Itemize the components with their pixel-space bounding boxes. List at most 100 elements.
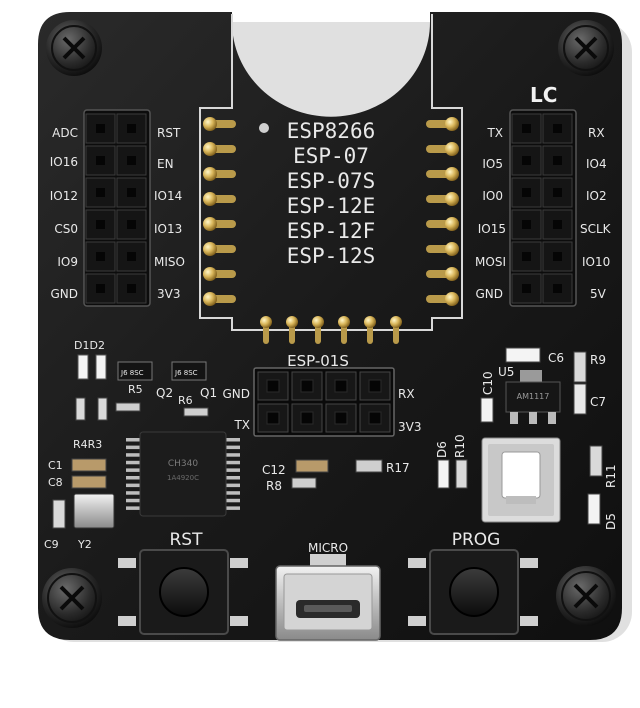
pin-label: 3V3 (157, 287, 180, 301)
chip-name: ESP-12E (287, 194, 376, 218)
crystal-y2 (73, 493, 115, 529)
c7-label: C7 (590, 395, 606, 409)
c10-label-group: C10 (481, 371, 495, 395)
led-d6 (437, 459, 450, 489)
pin-label: TX (486, 126, 503, 140)
screw-top-right (558, 20, 614, 76)
capacitor-c6 (505, 347, 541, 363)
resistor-r17 (355, 459, 383, 473)
pin-label: MOSI (475, 255, 506, 269)
pogo-pins-right (426, 117, 459, 306)
pin-label: RX (588, 126, 605, 140)
r17-label: R17 (386, 461, 410, 475)
ic-pin (224, 445, 240, 450)
socket-hole (266, 379, 280, 393)
resistor-r8 (291, 477, 317, 489)
pogo-pin-head (203, 267, 217, 281)
header-hole (522, 124, 531, 133)
pin1-marker (259, 123, 269, 133)
capacitor-c1 (71, 458, 107, 472)
micro-usb-port[interactable] (275, 554, 381, 641)
ic-pin (224, 498, 240, 503)
ic-pin (126, 453, 142, 457)
header-hole (522, 188, 531, 197)
ic-pin (224, 476, 240, 480)
rst-button[interactable] (118, 549, 248, 635)
q1-label: Q1 (200, 386, 217, 400)
capacitor-c7 (573, 383, 587, 415)
pogo-pin-head (203, 142, 217, 156)
pin-label: GND (475, 287, 503, 301)
power-switch[interactable] (481, 437, 561, 523)
ic-pin (126, 460, 142, 465)
pin-label: IO12 (50, 189, 78, 203)
header-hole (127, 220, 136, 229)
pin-label: MISO (154, 255, 185, 269)
c12-label: C12 (262, 463, 286, 477)
pin-label: EN (157, 157, 174, 171)
transistor-q2: J6 8SC (117, 361, 153, 381)
resistor-r9 (573, 351, 587, 383)
r4r3-label: R4R3 (73, 438, 102, 451)
r10-label: R10 (453, 434, 467, 458)
r10-label-group: R10 (453, 434, 467, 458)
ic-pin (224, 491, 240, 495)
d1d2-label: D1D2 (74, 339, 105, 352)
svg-text:J6 8SC: J6 8SC (174, 369, 198, 377)
pogo-pin-head (203, 242, 217, 256)
r11-label: R11 (604, 464, 618, 488)
header-hole (96, 156, 105, 165)
pin-label: IO5 (482, 157, 503, 171)
resistor-r6 (183, 407, 209, 417)
header-hole (522, 284, 531, 293)
prog-button[interactable] (408, 549, 538, 635)
ic-pin (224, 468, 240, 472)
pin-label: IO0 (482, 189, 503, 203)
d6-label: D6 (435, 441, 449, 458)
pin-label: SCLK (580, 222, 612, 236)
pogo-pin-head (390, 316, 402, 328)
capacitor-c12 (295, 459, 329, 473)
pogo-pin-head (445, 292, 459, 306)
pogo-pin-head (364, 316, 376, 328)
c9-label: C9 (44, 538, 59, 551)
pin-label: IO9 (57, 255, 78, 269)
header-hole (553, 124, 562, 133)
pogo-pin-head (445, 217, 459, 231)
header-hole (522, 252, 531, 261)
capacitor-c8 (71, 475, 107, 489)
header-hole (127, 188, 136, 197)
header-hole (553, 156, 562, 165)
r8-label: R8 (266, 479, 282, 493)
esp01-label: ESP-01S (287, 352, 349, 370)
header-hole (127, 156, 136, 165)
c1-label: C1 (48, 459, 63, 472)
pin-label: IO14 (154, 189, 182, 203)
pogo-pin-head (445, 117, 459, 131)
screw-top-left (46, 20, 102, 76)
pogo-pin-head (203, 167, 217, 181)
pin-label: GND (50, 287, 78, 301)
pin-label: 5V (590, 287, 607, 301)
pin-label: IO10 (582, 255, 610, 269)
header-hole (127, 252, 136, 261)
pogo-pin-head (445, 192, 459, 206)
led-d2 (95, 354, 107, 380)
ic-pin (224, 483, 240, 488)
resistor-r4 (75, 397, 86, 421)
chip-name: ESP-07S (287, 169, 376, 193)
pogo-pin-head (312, 316, 324, 328)
chip-name: ESP-07 (293, 144, 369, 168)
r5-label: R5 (128, 383, 143, 396)
capacitor-c9 (52, 499, 66, 529)
socket-hole (300, 411, 314, 425)
led-d1 (77, 354, 89, 380)
ic-pin (126, 438, 142, 442)
rst-button-label: RST (170, 530, 204, 550)
esp01-gnd-label: GND (222, 387, 250, 401)
pogo-pin-head (445, 267, 459, 281)
ic-pin (126, 445, 142, 450)
ic-pin (126, 483, 142, 488)
ic-pin (126, 506, 142, 510)
